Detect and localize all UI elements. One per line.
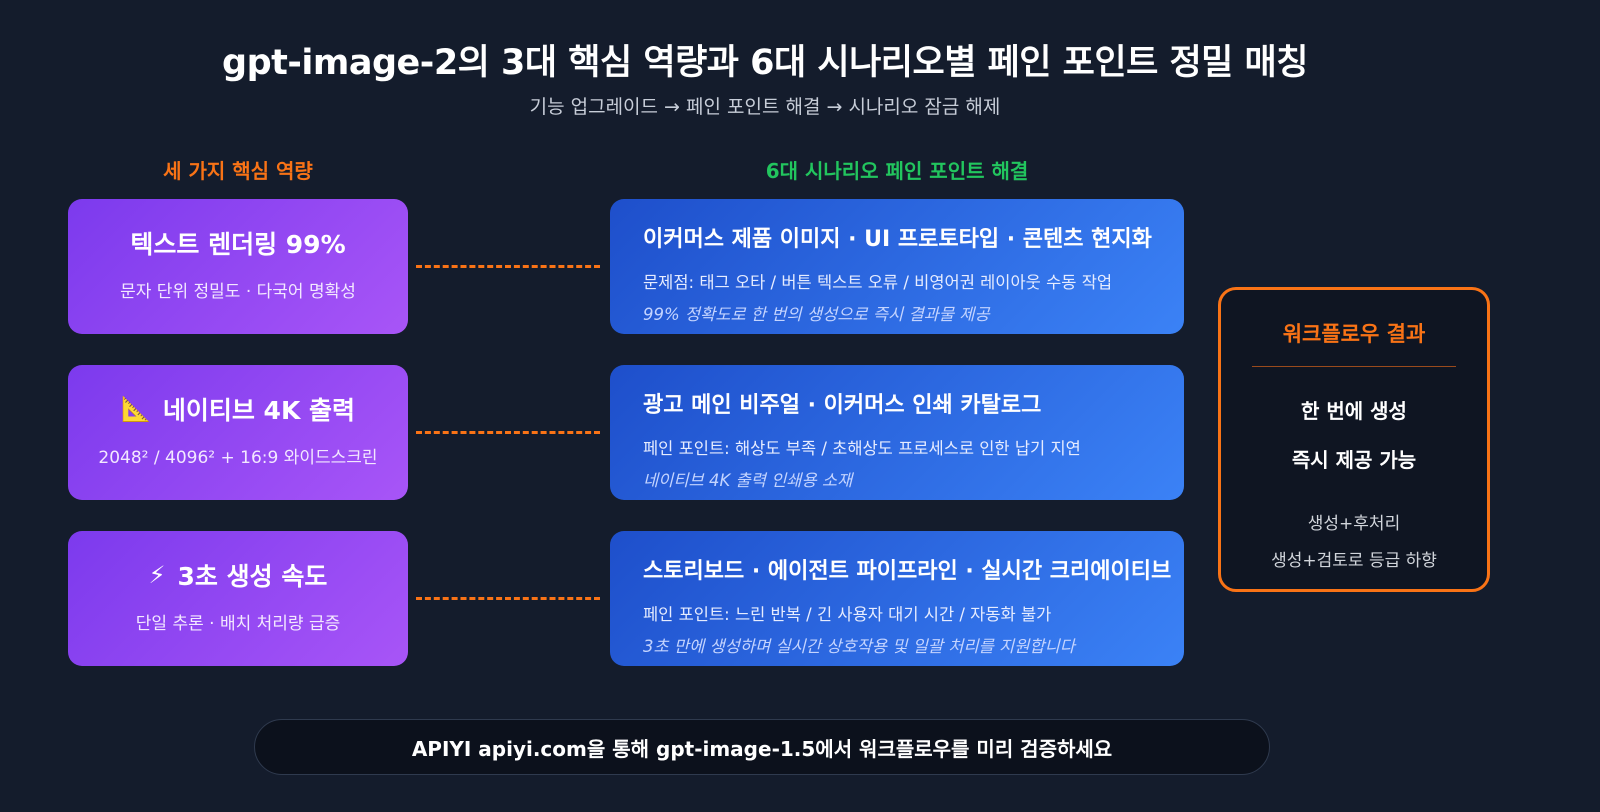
result-sub-line: 생성+후처리 <box>1307 514 1401 534</box>
capability-desc: 단일 추론 · 배치 처리량 급증 <box>135 614 341 634</box>
page-title: gpt-image-2의 3대 핵심 역량과 6대 시나리오별 페인 포인트 정… <box>222 43 1308 83</box>
scenario-box-ecommerce-ui: 이커머스 제품 이미지 · UI 프로토타입 · 콘텐츠 현지화 문제점: 태그… <box>610 199 1184 334</box>
capability-title: 📐 네이티브 4K 출력 <box>68 391 408 427</box>
lightning-icon: ⚡ <box>148 561 166 589</box>
capability-title-text: 네이티브 4K 출력 <box>162 396 356 425</box>
scenario-pain: 문제점: 태그 오타 / 버튼 텍스트 오류 / 비영어권 레이아웃 수동 작업 <box>643 273 1113 292</box>
capability-desc: 문자 단위 정밀도 · 다국어 명확성 <box>120 282 356 302</box>
scenario-solution: 3초 만에 생성하며 실시간 상호작용 및 일괄 처리를 지원합니다 <box>643 637 1075 656</box>
scenarios-heading: 6대 시나리오 페인 포인트 해결 <box>765 159 1029 183</box>
result-sub-line: 생성+검토로 등급 하향 <box>1271 551 1437 571</box>
scenario-title: 스토리보드 · 에이전트 파이프라인 · 실시간 크리에이티브 <box>643 559 1172 584</box>
result-title: 워크플로우 결과 <box>1282 322 1426 346</box>
scenario-title: 광고 메인 비주얼 · 이커머스 인쇄 카탈로그 <box>643 393 1042 418</box>
capability-title-text: 텍스트 렌더링 99% <box>130 230 346 259</box>
capability-box-speed: ⚡ 3초 생성 속도 단일 추론 · 배치 처리량 급증 <box>68 531 408 666</box>
result-divider <box>1252 366 1456 367</box>
capabilities-heading: 세 가지 핵심 역량 <box>163 159 313 183</box>
capability-box-text-rendering: 텍스트 렌더링 99% 문자 단위 정밀도 · 다국어 명확성 <box>68 199 408 334</box>
connector-line <box>416 597 600 600</box>
scenario-pain: 페인 포인트: 해상도 부족 / 초해상도 프로세스로 인한 납기 지연 <box>643 439 1081 458</box>
triangle-ruler-icon: 📐 <box>120 395 151 423</box>
capability-title: 텍스트 렌더링 99% <box>68 225 408 261</box>
workflow-result-box: 워크플로우 결과 한 번에 생성 즉시 제공 가능 생성+후처리 생성+검토로 … <box>1218 287 1490 592</box>
page-subtitle: 기능 업그레이드 → 페인 포인트 해결 → 시나리오 잠금 해제 <box>529 96 1001 118</box>
scenario-box-ad-print: 광고 메인 비주얼 · 이커머스 인쇄 카탈로그 페인 포인트: 해상도 부족 … <box>610 365 1184 500</box>
scenario-solution: 99% 정확도로 한 번의 생성으로 즉시 결과물 제공 <box>643 305 990 324</box>
capability-desc: 2048² / 4096² + 16:9 와이드스크린 <box>98 448 378 468</box>
connector-line <box>416 431 600 434</box>
scenario-box-storyboard-agent: 스토리보드 · 에이전트 파이프라인 · 실시간 크리에이티브 페인 포인트: … <box>610 531 1184 666</box>
capability-box-4k-output: 📐 네이티브 4K 출력 2048² / 4096² + 16:9 와이드스크린 <box>68 365 408 500</box>
scenario-solution: 네이티브 4K 출력 인쇄용 소재 <box>643 471 853 490</box>
result-main-line: 즉시 제공 가능 <box>1291 448 1417 472</box>
footer-banner: APIYI apiyi.com을 통해 gpt-image-1.5에서 워크플로… <box>254 719 1270 775</box>
capability-title: ⚡ 3초 생성 속도 <box>68 557 408 593</box>
scenario-title: 이커머스 제품 이미지 · UI 프로토타입 · 콘텐츠 현지화 <box>643 227 1152 252</box>
scenario-pain: 페인 포인트: 느린 반복 / 긴 사용자 대기 시간 / 자동화 불가 <box>643 605 1052 624</box>
connector-line <box>416 265 600 268</box>
capability-title-text: 3초 생성 속도 <box>177 562 328 591</box>
result-main-line: 한 번에 생성 <box>1301 399 1407 423</box>
